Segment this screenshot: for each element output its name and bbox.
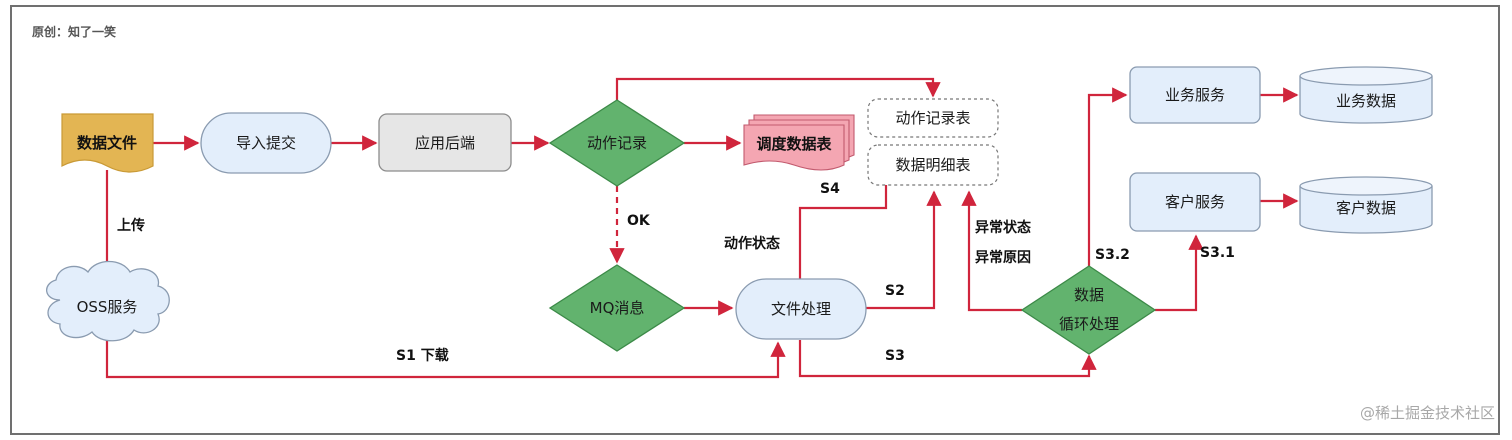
customer-service-shape xyxy=(1129,172,1261,232)
label-s3-2: S3.2 xyxy=(1095,247,1130,263)
business-data-body xyxy=(1299,76,1433,124)
data-detail-table-label: 数据明细表 xyxy=(895,156,970,174)
customer-service-node[interactable]: 客户服务 xyxy=(1129,172,1261,232)
label-action-status: 动作状态 xyxy=(724,235,780,252)
data-file-shape xyxy=(61,113,154,173)
data-file-label: 数据文件 xyxy=(77,134,137,152)
edge-loop-to-customer xyxy=(1155,234,1204,312)
author-note: 原创：知了一笑 xyxy=(32,24,116,39)
oss-service-label: OSS服务 xyxy=(77,298,138,316)
oss-service-node[interactable]: OSS服务 xyxy=(46,260,170,342)
label-upload: 上传 xyxy=(117,217,145,234)
mq-message-label: MQ消息 xyxy=(590,299,645,317)
mq-message-shape xyxy=(548,264,686,352)
app-backend-shape xyxy=(378,113,512,172)
label-s2: S2 xyxy=(885,283,905,299)
schedule-table-shape-front xyxy=(743,124,845,171)
import-submit-node[interactable]: 导入提交 xyxy=(200,112,332,174)
data-file-node[interactable]: 数据文件 xyxy=(61,113,154,173)
data-loop-node[interactable]: 数据 循环处理 xyxy=(1020,265,1157,355)
business-service-label: 业务服务 xyxy=(1165,86,1225,104)
schedule-table-node[interactable]: 调度数据表 xyxy=(743,114,855,171)
app-backend-node[interactable]: 应用后端 xyxy=(378,113,512,172)
customer-data-top xyxy=(1299,176,1433,196)
label-s4: S4 xyxy=(820,181,840,197)
file-process-shape xyxy=(735,278,867,340)
label-exception-reason: 异常原因 xyxy=(975,249,1031,266)
action-record-table-label: 动作记录表 xyxy=(895,109,970,127)
data-detail-table-node[interactable]: 数据明细表 xyxy=(867,144,999,186)
business-data-top xyxy=(1299,66,1433,86)
action-record-node[interactable]: 动作记录 xyxy=(548,99,686,187)
business-service-node[interactable]: 业务服务 xyxy=(1129,66,1261,124)
business-service-shape xyxy=(1129,66,1261,124)
data-loop-shape xyxy=(1020,265,1157,355)
watermark-text: @稀土掘金技术社区 xyxy=(1360,404,1495,422)
edge-loop-to-detail-table xyxy=(961,190,1022,312)
action-record-table-shape xyxy=(867,98,999,138)
data-loop-label-line1: 数据 xyxy=(1074,286,1104,304)
edge-fileprocess-to-detail-table xyxy=(866,190,942,310)
edge-fileprocess-to-loop xyxy=(798,340,1097,378)
file-process-label: 文件处理 xyxy=(771,300,831,318)
data-loop-label-line2: 循环处理 xyxy=(1059,315,1119,333)
label-s3: S3 xyxy=(885,348,905,364)
schedule-table-label: 调度数据表 xyxy=(756,135,832,153)
edge-loop-to-business xyxy=(1087,87,1128,266)
label-exception-status: 异常状态 xyxy=(975,219,1031,236)
business-data-node[interactable]: 业务数据 xyxy=(1299,66,1433,124)
data-detail-table-shape xyxy=(867,144,999,186)
label-s3-1: S3.1 xyxy=(1200,245,1235,261)
app-backend-label: 应用后端 xyxy=(415,134,475,152)
mq-message-node[interactable]: MQ消息 xyxy=(548,264,686,352)
customer-data-node[interactable]: 客户数据 xyxy=(1299,176,1433,234)
customer-service-label: 客户服务 xyxy=(1165,193,1225,211)
file-process-node[interactable]: 文件处理 xyxy=(735,278,867,340)
action-record-label: 动作记录 xyxy=(587,134,647,152)
import-submit-label: 导入提交 xyxy=(236,134,296,152)
edge-oss-to-fileprocess xyxy=(105,336,786,379)
action-record-table-node[interactable]: 动作记录表 xyxy=(867,98,999,138)
import-submit-shape xyxy=(200,112,332,174)
customer-data-body xyxy=(1299,186,1433,234)
label-ok: OK xyxy=(627,213,651,229)
oss-service-shape xyxy=(46,260,170,342)
business-data-label: 业务数据 xyxy=(1336,92,1396,110)
customer-data-label: 客户数据 xyxy=(1336,199,1396,217)
label-s1-download: S1 下载 xyxy=(396,347,449,364)
edge-action-to-record-table xyxy=(615,77,941,100)
action-record-shape xyxy=(548,99,686,187)
